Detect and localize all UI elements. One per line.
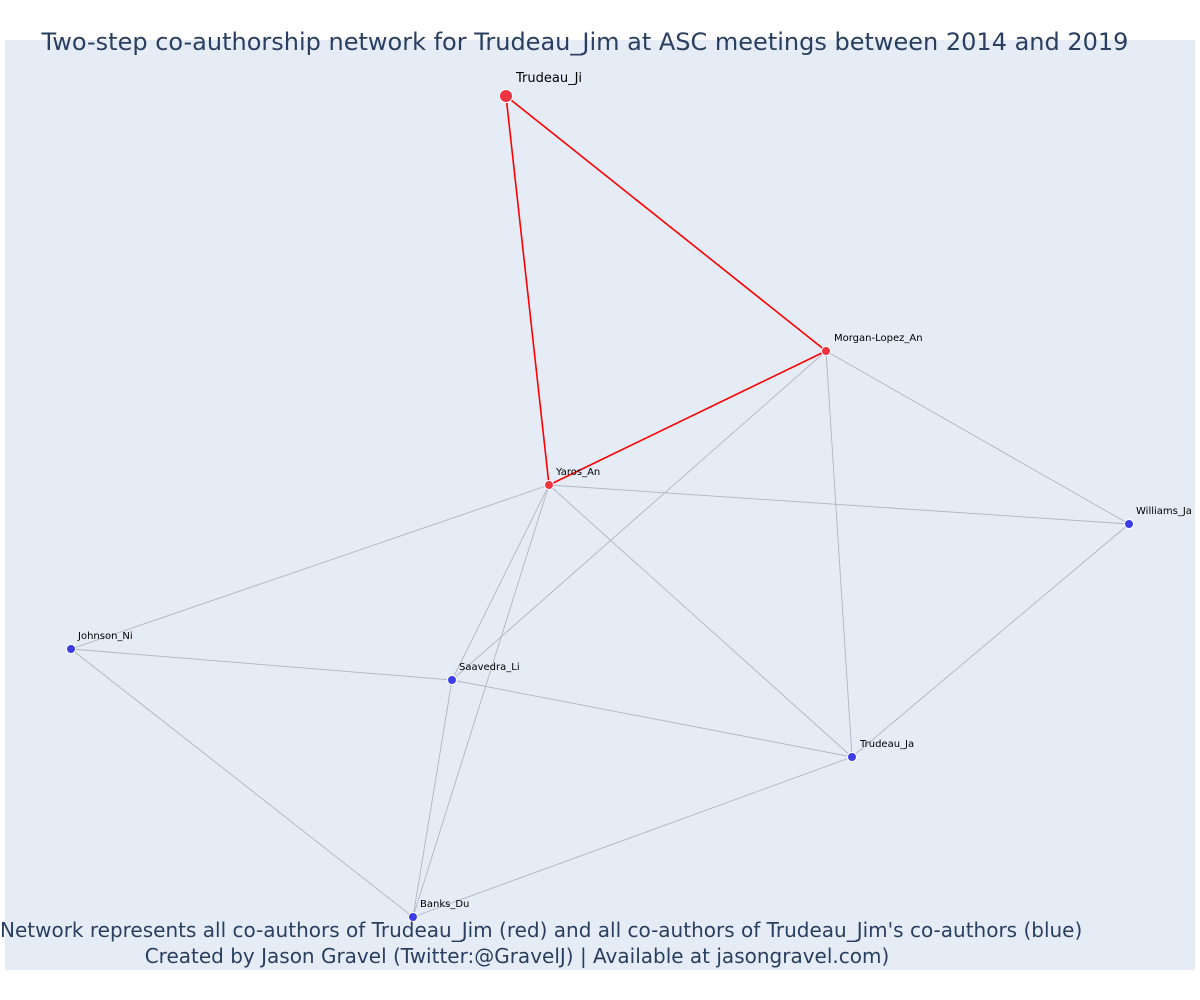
chart-title: Two-step co-authorship network for Trude… (41, 28, 1129, 56)
edges-layer (70, 95, 1130, 918)
edge-Yaros_An-Morgan-Lopez_An (548, 350, 827, 486)
edge-Morgan-Lopez_An-Williams_Ja (825, 350, 1130, 525)
edge-Morgan-Lopez_An-Saavedra_Li (451, 350, 827, 681)
edge-Yaros_An-Saavedra_Li (451, 484, 550, 681)
node-label-Trudeau_Ja: Trudeau_Ja (859, 739, 914, 750)
edge-Banks_Du-Trudeau_Ja (412, 756, 853, 918)
node-label-Williams_Ja: Williams_Ja (1136, 506, 1192, 517)
node-Morgan-Lopez_An[interactable] (821, 346, 831, 356)
node-Johnson_Ni[interactable] (66, 644, 76, 654)
edge-Yaros_An-Williams_Ja (548, 484, 1130, 525)
edge-Williams_Ja-Trudeau_Ja (851, 523, 1130, 758)
edge-Saavedra_Li-Banks_Du (412, 679, 453, 918)
node-label-Saavedra_Li: Saavedra_Li (459, 662, 520, 673)
edge-Yaros_An-Banks_Du (412, 484, 550, 918)
node-label-Banks_Du: Banks_Du (420, 899, 469, 910)
plot-area (5, 40, 1195, 970)
nodes-layer (66, 89, 1134, 922)
node-Banks_Du[interactable] (408, 912, 418, 922)
node-label-Yaros_An: Yaros_An (555, 467, 600, 478)
node-label-Trudeau_Ji: Trudeau_Ji (515, 71, 582, 86)
edge-Trudeau_Ji-Yaros_An (505, 95, 550, 486)
node-Trudeau_Ji[interactable] (499, 89, 513, 103)
edge-Saavedra_Li-Trudeau_Ja (451, 679, 853, 758)
edge-Johnson_Ni-Saavedra_Li (70, 648, 453, 681)
node-label-Morgan-Lopez_An: Morgan-Lopez_An (834, 333, 923, 344)
node-label-Johnson_Ni: Johnson_Ni (77, 631, 133, 642)
node-Williams_Ja[interactable] (1124, 519, 1134, 529)
edge-Yaros_An-Trudeau_Ja (548, 484, 853, 758)
footer-caption-line-2: Created by Jason Gravel (Twitter:@Gravel… (144, 944, 890, 968)
node-Trudeau_Ja[interactable] (847, 752, 857, 762)
edge-Yaros_An-Johnson_Ni (70, 484, 550, 650)
edge-Morgan-Lopez_An-Trudeau_Ja (825, 350, 853, 758)
node-Saavedra_Li[interactable] (447, 675, 457, 685)
edge-Trudeau_Ji-Morgan-Lopez_An (505, 95, 827, 352)
edge-Johnson_Ni-Banks_Du (70, 648, 414, 918)
footer-caption-line-1: Network represents all co-authors of Tru… (0, 918, 1083, 942)
node-Yaros_An[interactable] (544, 480, 554, 490)
labels-layer: Trudeau_JiMorgan-Lopez_AnYaros_AnWilliam… (77, 71, 1192, 910)
